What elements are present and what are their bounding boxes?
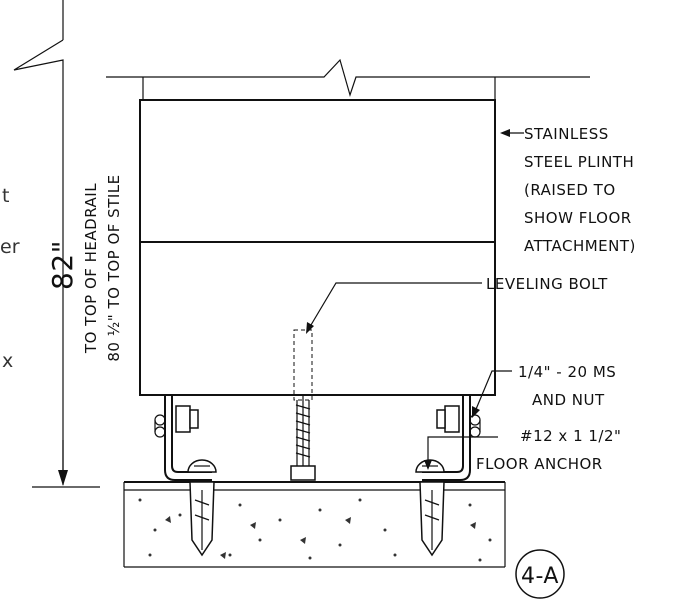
floor-anchor-line-1: #12 x 1 1/2"	[520, 427, 621, 445]
floor-anchor-callout: #12 x 1 1/2" FLOOR ANCHOR	[424, 427, 621, 473]
dimension-line-1: TO TOP OF HEADRAIL	[82, 183, 100, 354]
detail-tag-label: 4-A	[521, 564, 559, 589]
detail-tag: 4-A	[515, 549, 565, 599]
plinth-callout-line-1: STAINLESS	[524, 125, 609, 143]
plinth-body	[139, 77, 496, 396]
concrete-slab	[123, 482, 506, 568]
right-floor-anchor	[419, 481, 445, 557]
ms-nut-callout: 1/4" - 20 MS AND NUT	[472, 363, 616, 418]
plinth-callout: STAINLESS STEEL PLINTH (RAISED TO SHOW F…	[500, 125, 636, 255]
left-screw-head	[187, 459, 217, 473]
plinth-callout-line-2: STEEL PLINTH	[524, 153, 634, 171]
leveling-bolt-callout: LEVELING BOLT	[306, 275, 608, 334]
ms-nut-line-2: AND NUT	[532, 391, 605, 409]
dimension-arrow	[32, 440, 100, 488]
top-break-line	[106, 58, 590, 98]
plinth-callout-line-4: SHOW FLOOR	[524, 209, 632, 227]
left-floor-anchor	[189, 481, 215, 557]
cutoff-text-2: er	[0, 236, 20, 258]
dimension-height: 82"	[46, 240, 79, 290]
leveling-bolt-label: LEVELING BOLT	[486, 275, 608, 293]
plinth-callout-line-3: (RAISED TO	[524, 181, 616, 199]
dimension-line-2: 80 ½" TO TOP OF STILE	[105, 174, 123, 361]
cutoff-text-1: t	[2, 185, 9, 207]
leveling-bolt	[290, 329, 316, 481]
ms-nut-line-1: 1/4" - 20 MS	[518, 363, 616, 381]
right-bracket	[422, 395, 481, 481]
vertical-break-line	[13, 0, 64, 470]
left-bracket	[154, 395, 212, 481]
plinth-callout-line-5: ATTACHMENT)	[524, 237, 636, 255]
floor-anchor-line-2: FLOOR ANCHOR	[476, 455, 603, 473]
floor-surface	[124, 481, 505, 491]
cutoff-text-3: x	[2, 350, 13, 372]
